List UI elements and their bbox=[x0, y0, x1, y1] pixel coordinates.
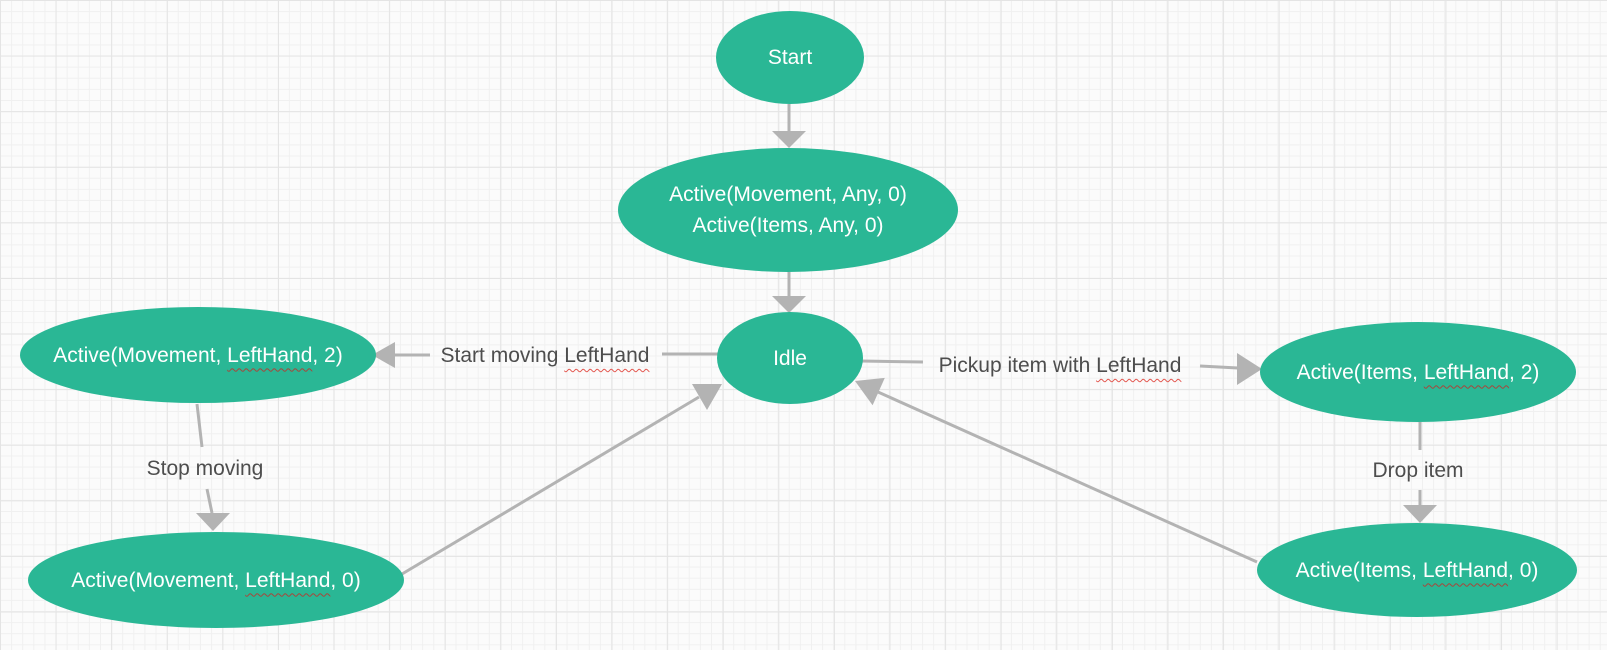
edge-active-movement-2-to-0[interactable] bbox=[195, 403, 230, 531]
edge-idle-to-active-movement-2[interactable] bbox=[372, 342, 718, 368]
misspelled-word: LeftHand bbox=[227, 343, 313, 367]
edge-label-drop-item[interactable]: Drop item bbox=[1372, 459, 1463, 483]
state-node-active-movement-lefthand-0[interactable]: Active(Movement, LeftHand, 0) bbox=[28, 532, 404, 628]
misspelled-word: LeftHand bbox=[1096, 354, 1182, 377]
edge-start-to-active-any[interactable] bbox=[772, 104, 806, 148]
state-node-idle[interactable]: Idle bbox=[717, 312, 863, 404]
label-text-pre: Active(Items, bbox=[1295, 558, 1423, 582]
edge-label-start-moving-lefthand[interactable]: Start moving LeftHand bbox=[441, 344, 650, 368]
state-node-active-any[interactable]: Active(Movement, Any, 0) Active(Items, A… bbox=[618, 148, 958, 272]
label-text-pre: Pickup item with bbox=[938, 354, 1097, 377]
state-label-active-items-0: Active(Items, LeftHand, 0) bbox=[1296, 555, 1539, 586]
state-label-active-movement-2: Active(Movement, LeftHand, 2) bbox=[53, 340, 342, 371]
misspelled-word: LeftHand bbox=[564, 344, 650, 367]
edge-label-pickup-item-with-lefthand[interactable]: Pickup item with LeftHand bbox=[939, 354, 1182, 378]
state-node-active-items-lefthand-2[interactable]: Active(Items, LeftHand, 2) bbox=[1260, 322, 1576, 422]
state-label-active-movement-0: Active(Movement, LeftHand, 0) bbox=[71, 565, 360, 596]
label-text-pre: Active(Movement, bbox=[71, 568, 246, 592]
state-node-active-items-lefthand-0[interactable]: Active(Items, LeftHand, 0) bbox=[1257, 523, 1577, 617]
edge-idle-to-active-items-2[interactable] bbox=[860, 353, 1262, 385]
label-text-pre: Active(Movement, bbox=[53, 343, 228, 367]
edge-active-movement-0-to-idle[interactable] bbox=[401, 384, 722, 576]
state-label-active-any-line1: Active(Movement, Any, 0) bbox=[669, 183, 907, 206]
label-text-pre: Start moving bbox=[440, 344, 565, 367]
misspelled-word: LeftHand bbox=[1423, 360, 1510, 384]
state-label-idle: Idle bbox=[773, 346, 807, 370]
label-text-post: , 0) bbox=[330, 568, 361, 592]
edge-label-stop-moving[interactable]: Stop moving bbox=[147, 457, 264, 481]
misspelled-word: LeftHand bbox=[1422, 558, 1509, 582]
misspelled-word: LeftHand bbox=[245, 568, 331, 592]
edge-active-items-0-to-idle[interactable] bbox=[855, 377, 1258, 564]
label-text-pre: Active(Items, bbox=[1296, 360, 1424, 384]
edge-active-items-2-to-0[interactable] bbox=[1403, 422, 1437, 523]
state-label-active-items-2: Active(Items, LeftHand, 2) bbox=[1297, 357, 1540, 388]
state-node-start[interactable]: Start bbox=[716, 11, 864, 104]
state-label-active-any-line2: Active(Items, Any, 0) bbox=[692, 214, 884, 237]
label-text: Drop item bbox=[1372, 459, 1464, 482]
label-text: Stop moving bbox=[146, 457, 264, 480]
label-text-post: , 2) bbox=[312, 343, 343, 367]
state-label-start: Start bbox=[767, 46, 813, 69]
edge-active-any-to-idle[interactable] bbox=[772, 272, 806, 313]
label-text-post: , 0) bbox=[1508, 558, 1539, 582]
label-text-post: , 2) bbox=[1509, 360, 1540, 384]
state-node-active-movement-lefthand-2[interactable]: Active(Movement, LeftHand, 2) bbox=[20, 307, 376, 403]
